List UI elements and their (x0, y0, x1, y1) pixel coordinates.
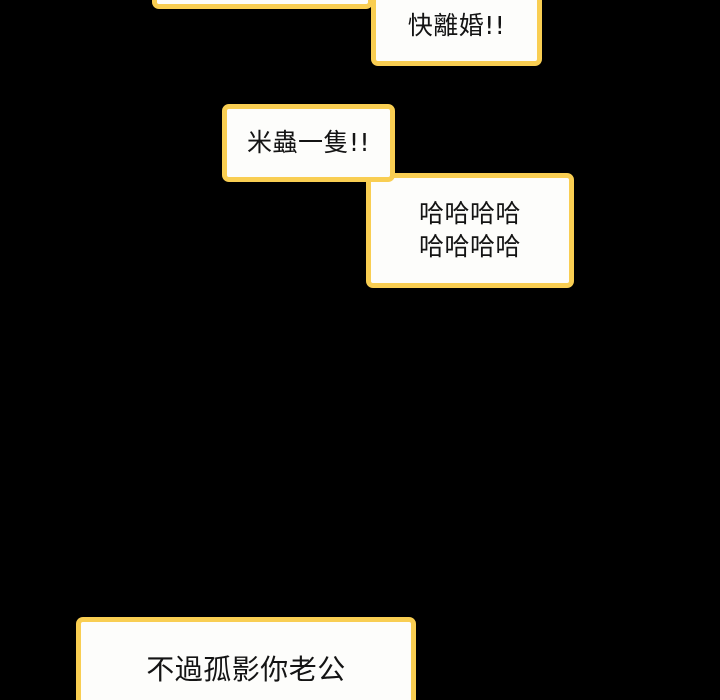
speech-bubble-husband: 不過孤影你老公 (76, 617, 416, 700)
speech-bubble-freeloader: 米蟲一隻!! (222, 104, 395, 182)
speech-bubble-text: 米蟲一隻!! (246, 127, 371, 157)
speech-bubble-cropped-top (152, 0, 373, 9)
speech-bubble-text: 快離婚!! (407, 11, 506, 41)
speech-bubble-text: 哈哈哈哈 哈哈哈哈 (418, 199, 521, 261)
speech-bubble-laugh: 哈哈哈哈 哈哈哈哈 (366, 173, 574, 288)
speech-bubble-divorce: 快離婚!! (371, 0, 542, 66)
speech-bubble-text: 不過孤影你老公 (146, 653, 346, 686)
